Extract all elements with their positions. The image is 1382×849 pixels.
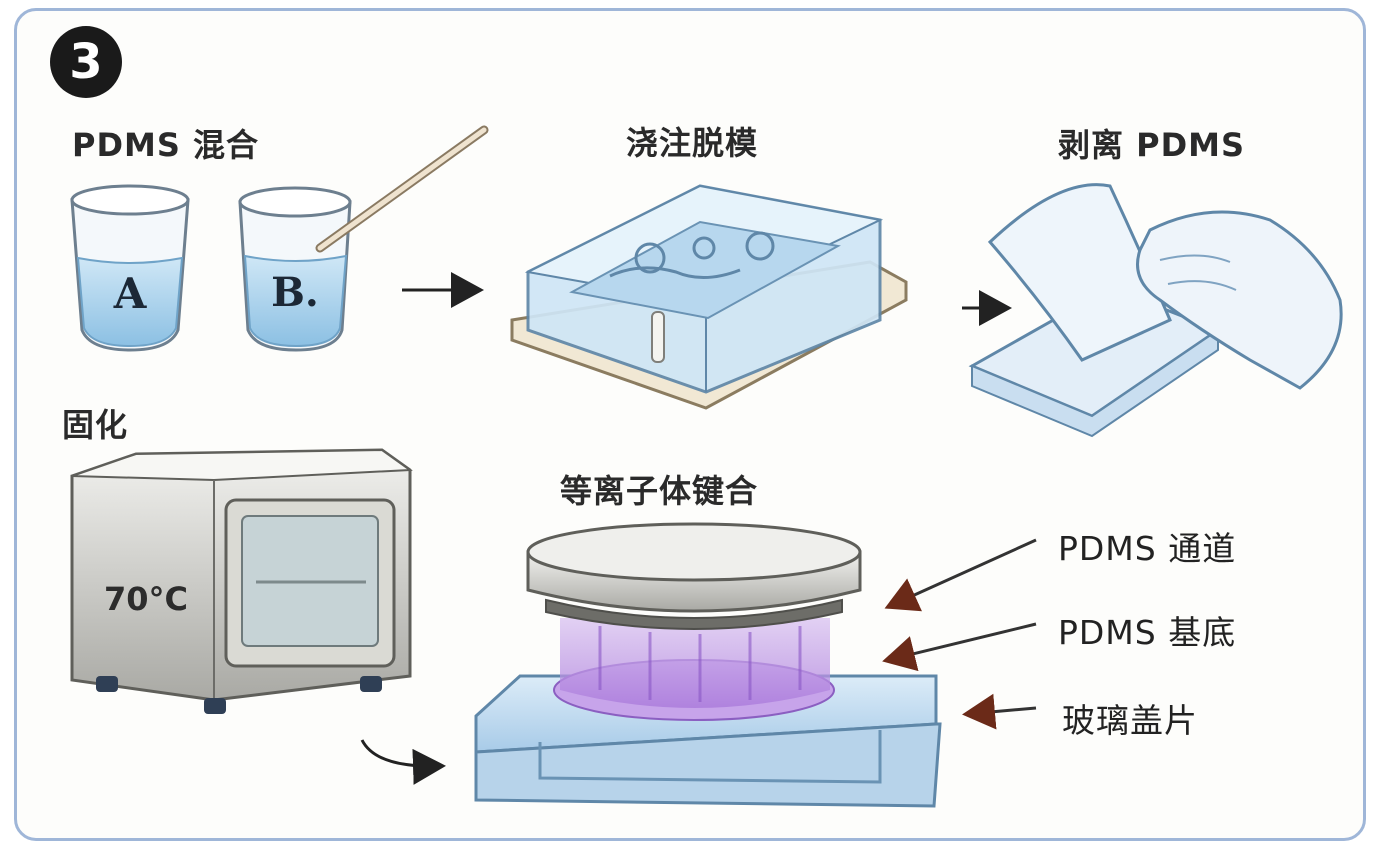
stir-rod-icon bbox=[315, 125, 489, 253]
plasma-bonder-icon bbox=[474, 522, 942, 808]
oven-icon: 70°C bbox=[70, 448, 413, 714]
oven-temperature: 70°C bbox=[104, 580, 188, 618]
callout-glass-coverslip: 玻璃盖片 bbox=[1062, 701, 1198, 740]
beaker-a-icon: A bbox=[70, 184, 190, 352]
arrow-cure-to-bond bbox=[360, 739, 446, 785]
beaker-b-icon: B. bbox=[238, 186, 352, 352]
callout-pdms-channel: PDMS 通道 bbox=[1058, 529, 1237, 568]
bond-title: 等离子体键合 bbox=[560, 472, 759, 510]
beaker-b-label: B. bbox=[271, 269, 319, 316]
mix-title: PDMS 混合 bbox=[72, 126, 260, 164]
arrow-to-pdms-channel bbox=[884, 538, 1037, 612]
beaker-a-label: A bbox=[113, 269, 148, 318]
peel-title: 剥离 PDMS bbox=[1058, 126, 1246, 164]
mold-icon bbox=[510, 184, 908, 410]
step-badge: 3 bbox=[50, 26, 122, 98]
cast-title: 浇注脱模 bbox=[626, 124, 759, 162]
glove-hand-icon bbox=[968, 183, 1343, 438]
arrow-to-glass-coverslip bbox=[962, 693, 1037, 730]
arrow-to-pdms-substrate bbox=[882, 622, 1037, 672]
cure-title: 固化 bbox=[62, 406, 129, 444]
callout-pdms-substrate: PDMS 基底 bbox=[1058, 613, 1237, 652]
